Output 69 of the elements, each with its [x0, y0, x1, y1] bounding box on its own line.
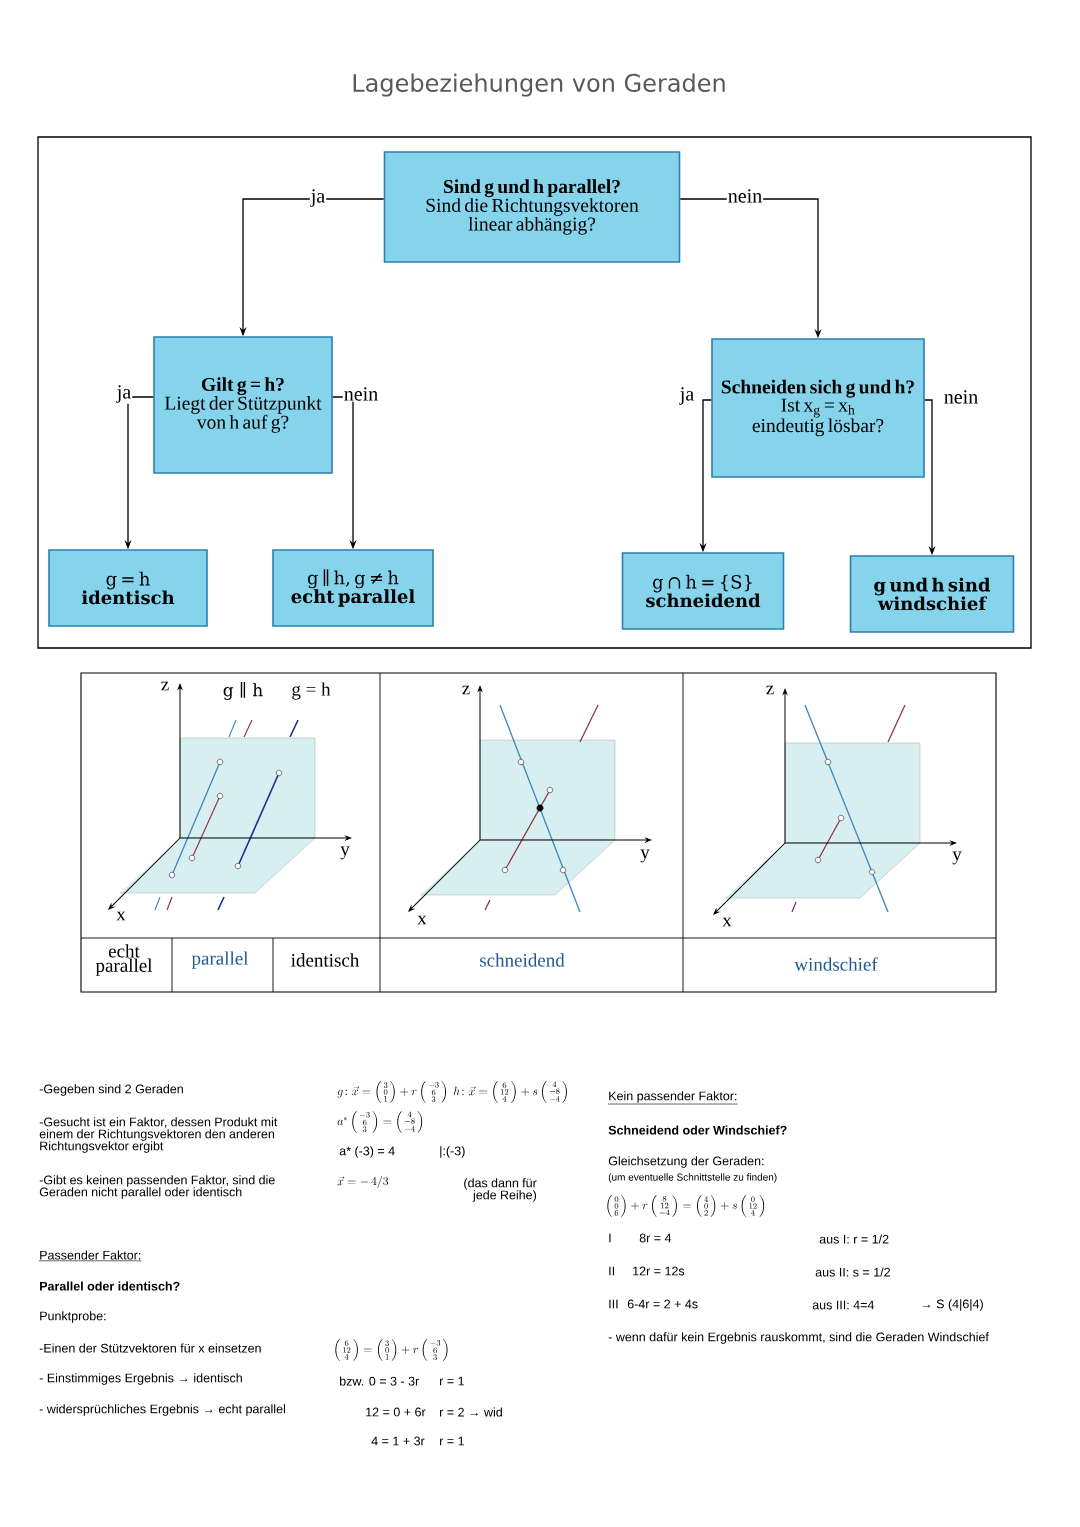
axis-label: x [116, 911, 126, 921]
note-text: -Gegeben sind 2 Geraden [39, 1084, 183, 1096]
axis-label: x [722, 917, 732, 927]
formula: $g\colon \vec{x}=\left(\begin{smallmatrix}3\\0\\1\end{smallmatrix}\right)+r\left(\begin{smallmatrix}-3\\6\\3\end{smallmatrix}\right)$ [337, 1081, 447, 1103]
note-text: 12r = 12s [633, 1266, 685, 1276]
note-text: 8r = 4 [639, 1233, 672, 1243]
axis-label: y [952, 851, 962, 865]
note-text: (um eventuelle Schnittstelle zu finden) [608, 1173, 777, 1183]
note-text: aus III: 4=4 [812, 1300, 875, 1310]
axis-label: z [766, 685, 774, 695]
note-text: -Gibt es keinen passenden Faktor, sind die Geraden nicht parallel oder identisch [39, 1175, 275, 1199]
edge-label: ja [309, 188, 327, 208]
note-text: III [609, 1299, 618, 1309]
heading: Passender Faktor: [38, 1250, 142, 1262]
decision-box: Schneiden sich g und h? Ist x$_{g}$ = x$_{h}$ eindeutig lösbar? [711, 338, 925, 478]
heading: Schneidend oder Windschief? [608, 1125, 787, 1135]
formula: $h\colon \vec{x}=\left(\begin{smallmatrix}6\\12\\4\end{smallmatrix}\right)+s\left(\begin{smallmatrix}4\\-8\\-4\end{smallmatrix}\right)$ [453, 1081, 567, 1103]
note-text: I [609, 1233, 611, 1243]
title: Lagebeziehungen von Geraden [353, 73, 725, 97]
note-text: -Gesucht ist ein Faktor, dessen Produkt mit einem der Richtungsvektoren den anderen Richtungsvektor ergibt [39, 1117, 278, 1153]
edge-label: nein [342, 386, 380, 402]
formula: $\vec{x}= -\,4/3$ [337, 1176, 389, 1188]
note-text: 12 = 0 + 6r [366, 1407, 426, 1417]
note-text: aus I: r = 1/2 [819, 1234, 889, 1244]
note-text: II [609, 1266, 614, 1276]
formula: $\left(\begin{smallmatrix}0\\0\\6\end{smallmatrix}\right)+r\left(\begin{smallmatrix}8\\12\\-4\end{smallmatrix}\right)=\left(\begin{smallmatrix}4\\0\\2\end{smallmatrix}\right)+s\left(\begin{smallmatrix}0\\12\\4\end{smallmatrix}\right)$ [607, 1195, 765, 1217]
decision-box: g ∥ h, g ≠ h echt parallel [272, 549, 434, 627]
edge-label: ja [115, 384, 133, 404]
relation-label: schneidend [480, 953, 565, 967]
heading: Parallel oder identisch? [40, 1281, 180, 1291]
formula: $\left(\begin{smallmatrix}6\\12\\4\end{smallmatrix}\right)=\left(\begin{smallmatrix}3\\0\\1\end{smallmatrix}\right)+r\left(\begin{smallmatrix}-3\\6\\3\end{smallmatrix}\right)$ [335, 1339, 448, 1361]
edge-label: nein [942, 389, 980, 405]
axis-label: x [417, 915, 427, 925]
edge-label: ja [678, 386, 696, 406]
decision-box: Gilt g = h? Liegt der Stützpunkt von h auf g? [153, 336, 333, 474]
line-label: g = h [292, 682, 331, 700]
formula: $a^{*}\left(\begin{smallmatrix}-3\\6\\3\end{smallmatrix}\right)=\left(\begin{smallmatrix}4\\-8\\-4\end{smallmatrix}\right)$ [337, 1111, 423, 1133]
relation-label: identisch [291, 953, 360, 967]
note-text: - wenn dafür kein Ergebnis rauskommt, sind die Geraden Windschief [608, 1332, 989, 1344]
note-text: a* (-3) = 4 [339, 1146, 395, 1158]
note-text: 4 = 1 + 3r [371, 1436, 425, 1446]
note-text: → S (4|6|4) [922, 1299, 983, 1311]
note-text: bzw. 0 = 3 - 3r [340, 1376, 419, 1386]
note-text: - widersprüchliches Ergebnis → echt parallel [39, 1404, 285, 1416]
note-text: (das dann für jede Reihe) [464, 1178, 537, 1202]
axis-label: z [161, 681, 169, 691]
note-text: aus II: s = 1/2 [815, 1267, 890, 1277]
note-text: Punktprobe: [40, 1311, 106, 1323]
heading: Kein passender Faktor: [607, 1091, 738, 1105]
note-text: - Einstimmiges Ergebnis → identisch [39, 1373, 242, 1385]
relation-label: parallel [191, 951, 249, 969]
edge-label: nein [726, 188, 764, 204]
note-text: r = 2 → wid [440, 1407, 502, 1417]
axis-label: y [640, 849, 650, 863]
note-text: -Einen der Stützvektoren für x einsetzen [39, 1343, 261, 1353]
note-text: 6-4r = 2 + 4s [627, 1299, 698, 1309]
axis-label: y [340, 846, 350, 860]
note-text: |:(-3) [440, 1146, 465, 1158]
decision-box: Sind g und h parallel? Sind die Richtungsvektoren linear abhängig? [383, 151, 681, 263]
decision-box: g und h sind windschief [849, 555, 1015, 633]
relation-label: echt parallel [95, 944, 153, 976]
axis-label: z [462, 685, 470, 695]
decision-box: g = h identisch [48, 549, 208, 627]
line-label: g ∥ h [223, 682, 263, 700]
relation-label: windschief [794, 957, 878, 971]
note-text: Gleichsetzung der Geraden: [608, 1156, 764, 1168]
note-text: r = 1 [440, 1436, 464, 1446]
note-text: r = 1 [440, 1376, 464, 1386]
decision-box: g ∩ h = {S} schneidend [621, 552, 785, 630]
